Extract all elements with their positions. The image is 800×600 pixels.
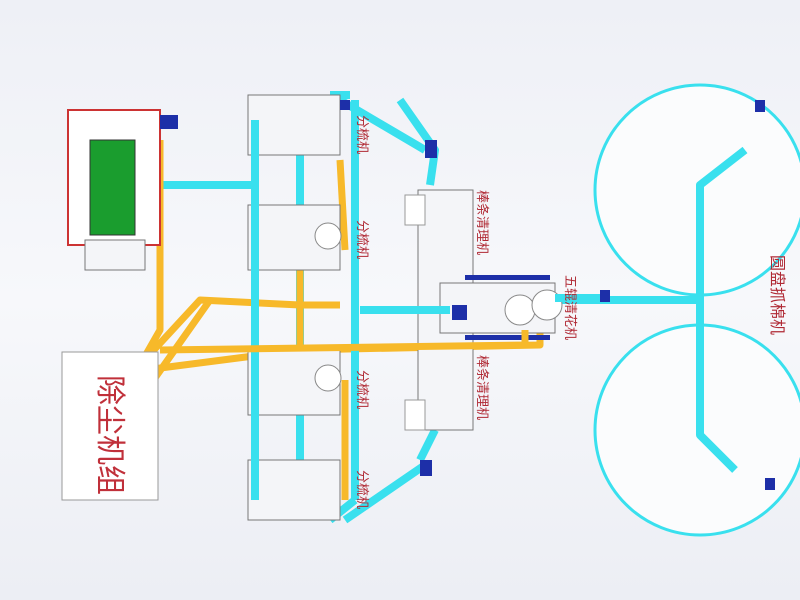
label-carding-1: 分梳机 <box>354 115 369 154</box>
five-roller-cleaner <box>439 275 563 340</box>
label-bar-cleaner-bottom: 棒条清理机 <box>474 355 490 420</box>
disc-plucker-bottom <box>593 300 800 537</box>
carding-machines <box>247 94 342 521</box>
label-carding-2: 分梳机 <box>354 220 369 259</box>
fan-icons <box>340 100 610 476</box>
label-dust-unit: 除尘机组 <box>92 375 127 495</box>
label-disc-plucker: 圆盘抓棉机 <box>768 255 787 335</box>
filter-unit <box>67 109 178 271</box>
label-carding-4: 分梳机 <box>354 470 369 509</box>
label-bar-cleaner-top: 棒条清理机 <box>474 190 490 255</box>
label-five-roller: 五辊清花机 <box>562 275 578 340</box>
disc-plucker-top <box>593 83 800 300</box>
label-carding-3: 分梳机 <box>354 370 369 409</box>
dust-unit-box <box>61 351 159 501</box>
